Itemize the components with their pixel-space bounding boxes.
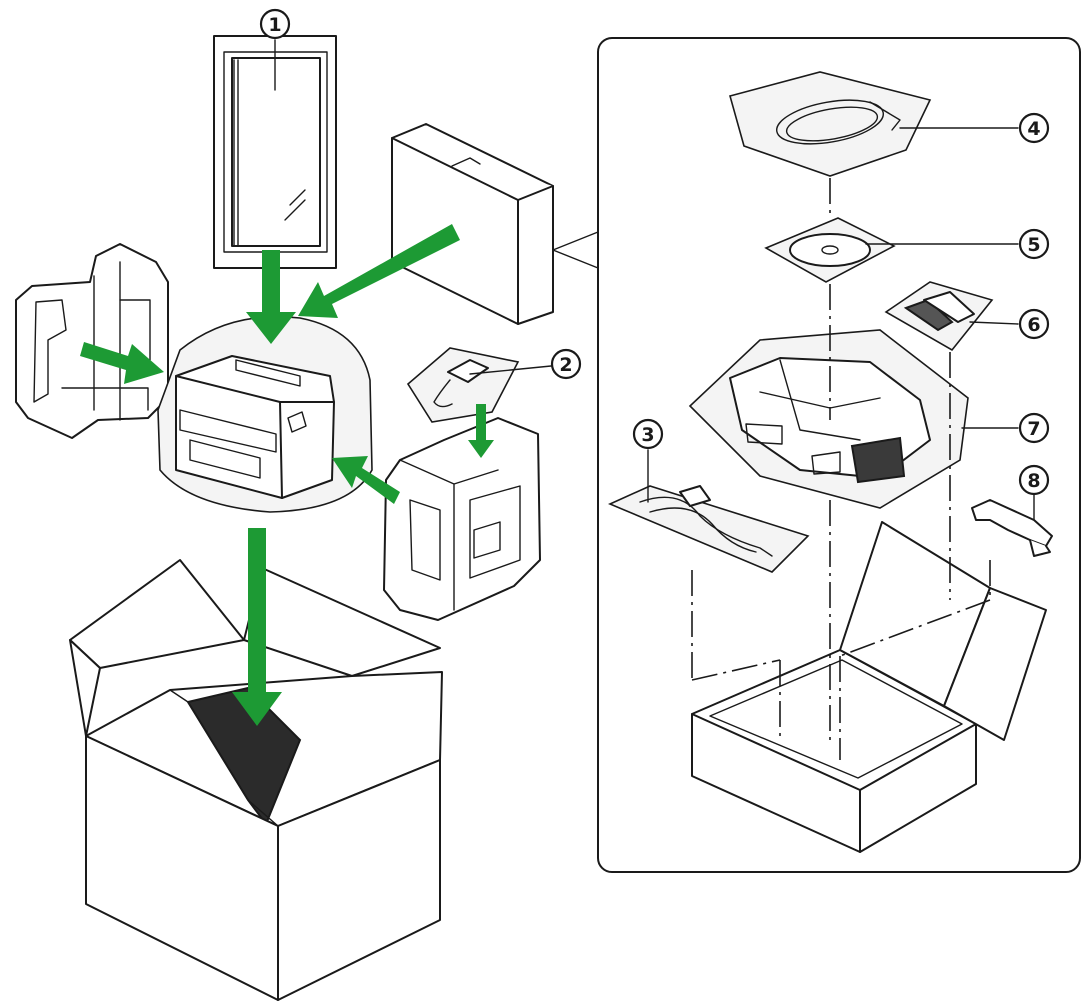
small-part (971, 499, 1053, 557)
svg-text:6: 6 (1027, 314, 1040, 336)
callout-8: 8 (1018, 464, 1050, 496)
svg-text:7: 7 (1027, 418, 1040, 440)
callout-5: 5 (1018, 228, 1050, 260)
svg-text:5: 5 (1027, 234, 1040, 256)
accessory-box (391, 123, 599, 325)
inner-scanner-bag (688, 329, 969, 509)
leader-lines (274, 39, 1035, 521)
arrow-right-foam (332, 456, 400, 504)
inner-tray-box (691, 521, 1047, 853)
clips-bag (884, 281, 994, 352)
left-foam-cushion (15, 243, 169, 439)
svg-text:8: 8 (1027, 470, 1040, 492)
callout-7: 7 (1018, 412, 1050, 444)
svg-text:2: 2 (559, 354, 572, 376)
ac-adapter-bag (406, 347, 520, 423)
arrow-into-carton (232, 528, 282, 726)
callout-4: 4 (1018, 112, 1050, 144)
callout-6: 6 (1018, 308, 1050, 340)
callout-3: 3 (632, 418, 664, 450)
svg-text:3: 3 (641, 424, 654, 446)
right-foam-cushion (383, 417, 541, 621)
assembly-arrows (80, 224, 494, 726)
cable-bag (729, 71, 932, 177)
shipping-carton (69, 559, 443, 1001)
callout-1: 1 (259, 8, 291, 40)
scanner-in-bag (157, 315, 373, 513)
detail-panel-frame (597, 37, 1081, 873)
arrow-box-diagonal (298, 224, 460, 318)
svg-text:4: 4 (1027, 118, 1040, 140)
disc-sleeve (764, 217, 896, 283)
arrow-manual-down (246, 250, 296, 344)
svg-text:1: 1 (268, 14, 281, 36)
arrow-adapter-down (468, 404, 494, 458)
guide-lines (691, 178, 991, 760)
power-cable-bag (607, 485, 810, 573)
arrow-left-foam (80, 342, 164, 384)
callout-2: 2 (550, 348, 582, 380)
